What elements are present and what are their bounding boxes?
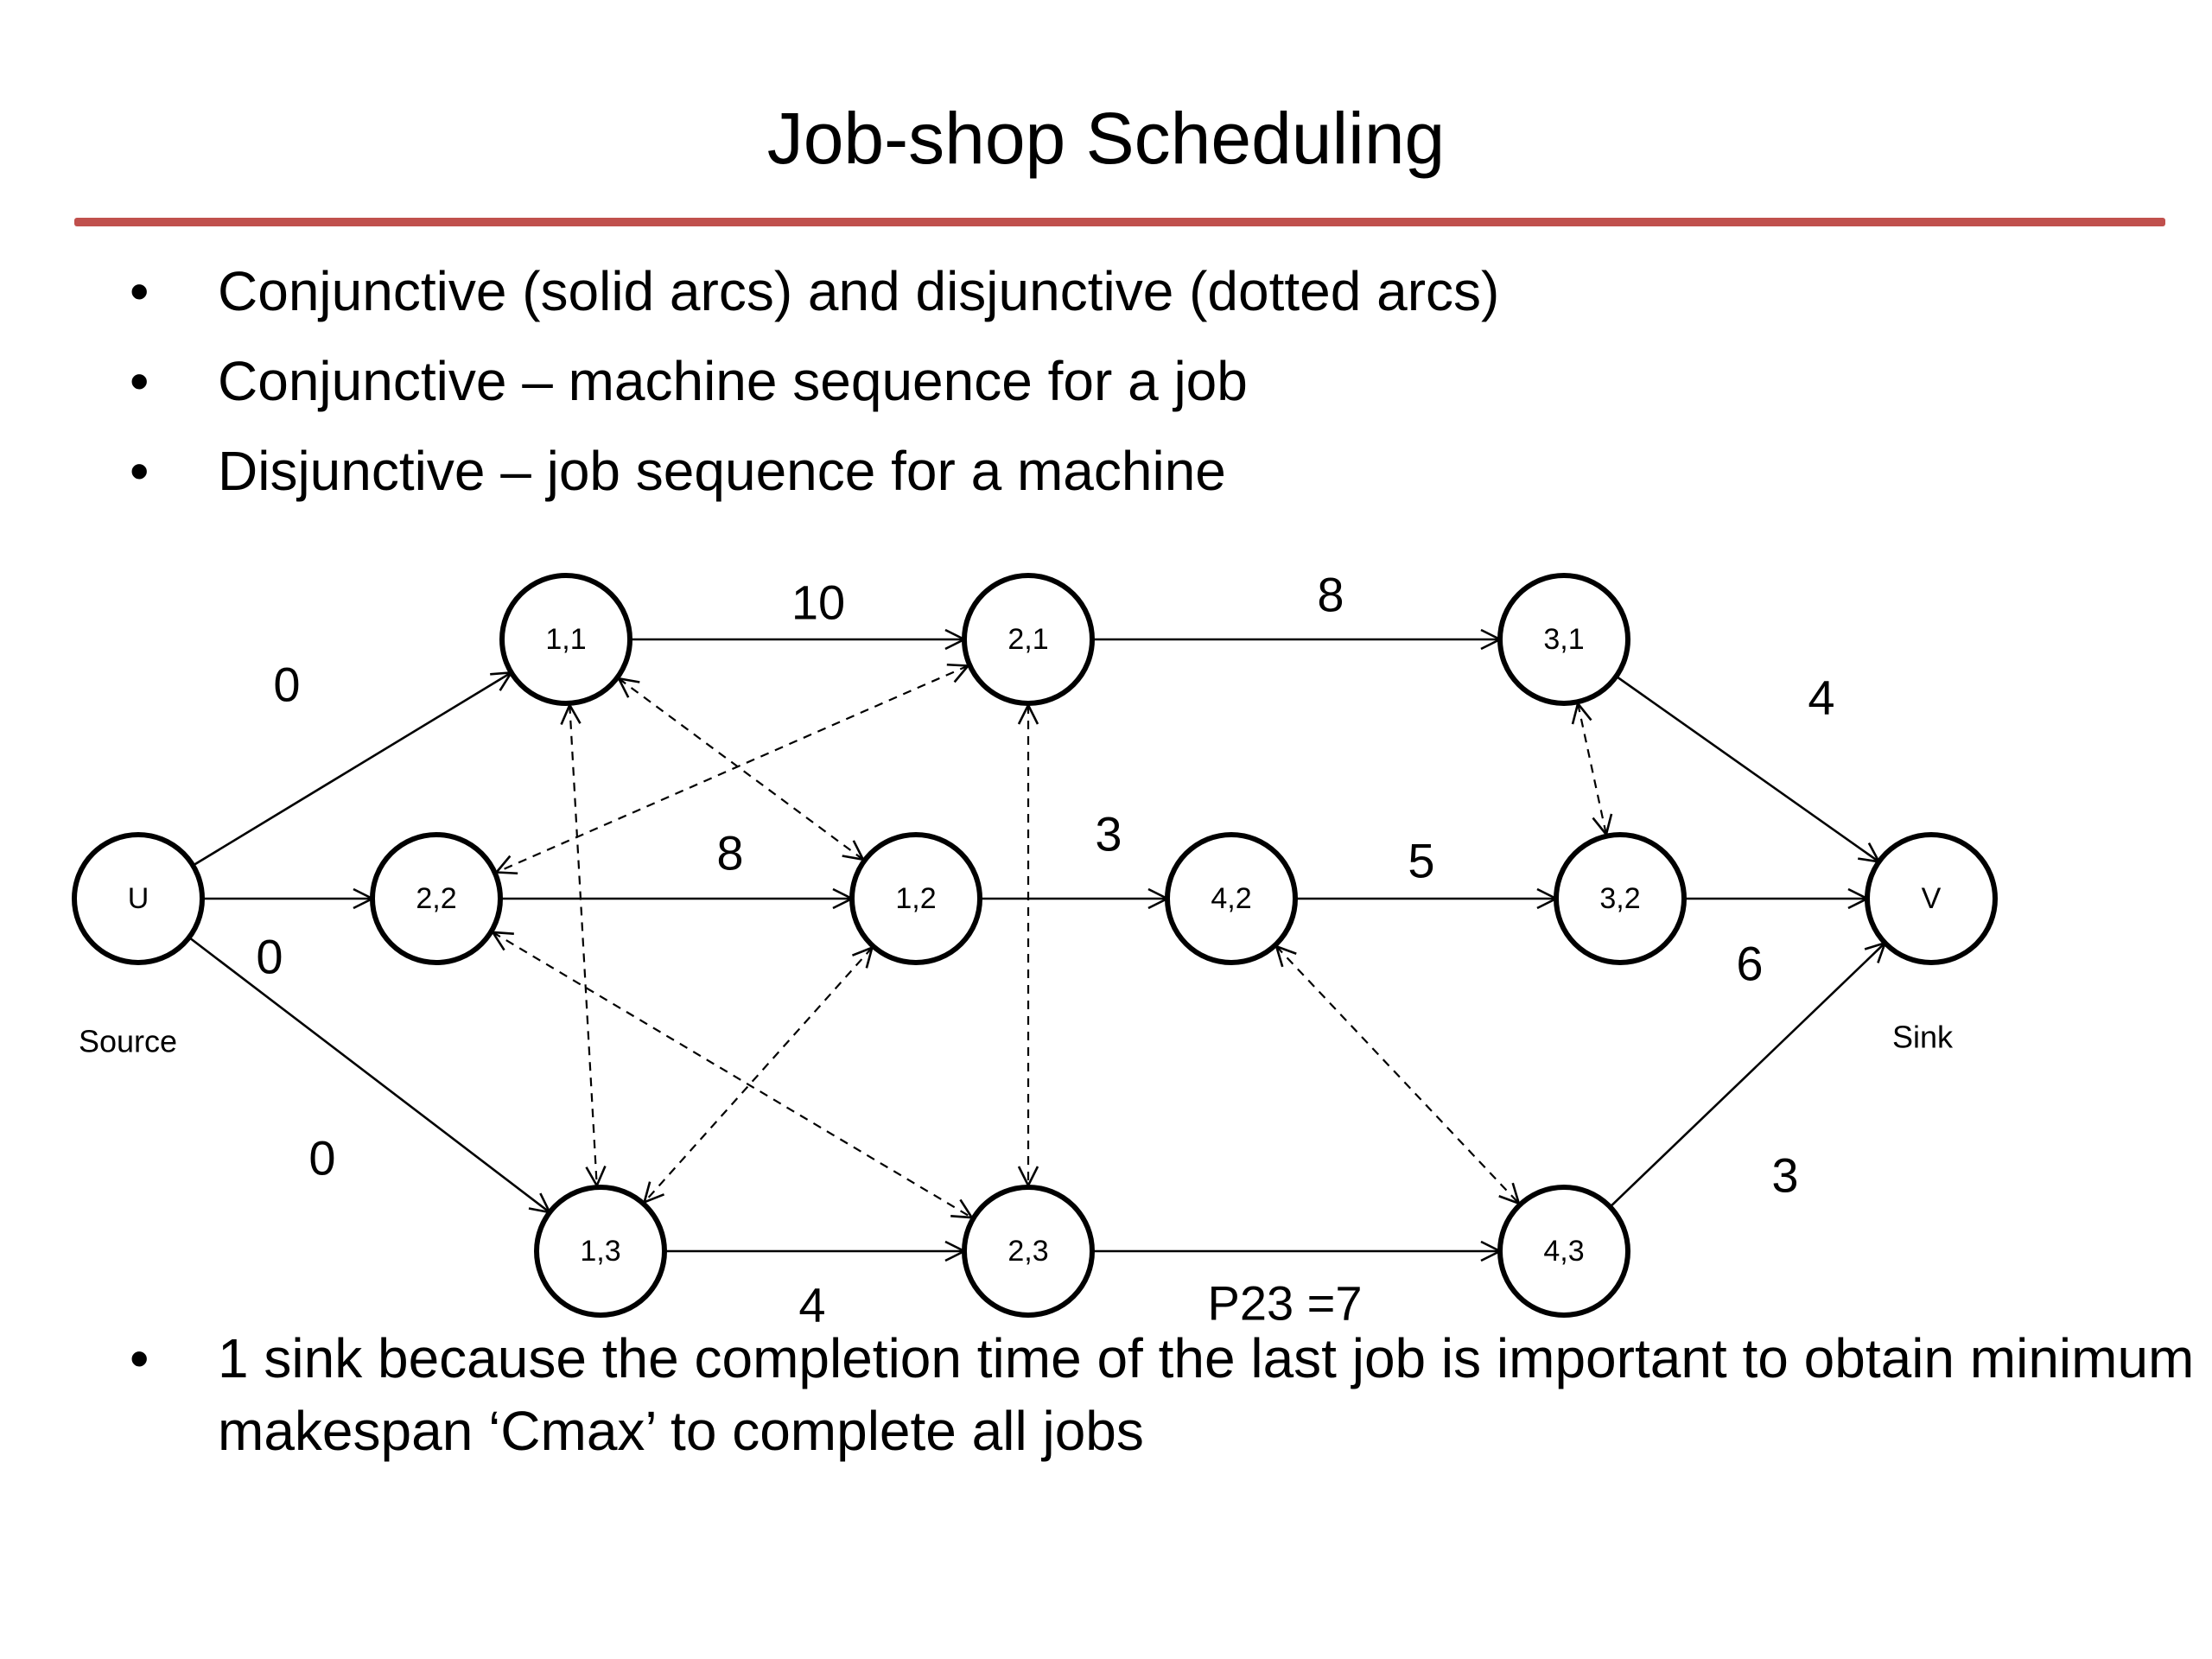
disjunctive-arc	[643, 946, 874, 1204]
slide-title: Job-shop Scheduling	[766, 98, 1446, 179]
bullet-item: • Disjunctive – job sequence for a machi…	[130, 426, 2117, 516]
arc-weight-label: 4	[1808, 671, 1834, 725]
node-circle	[1497, 573, 1630, 706]
graph-node: 3,2	[1554, 832, 1687, 965]
node-circle	[72, 832, 205, 965]
arc-weight-label: 10	[791, 575, 845, 630]
node-label: 1,2	[895, 882, 936, 915]
arc-weight-label: 0	[308, 1131, 335, 1185]
node-label: V	[1922, 882, 1942, 915]
bullet-symbol: •	[130, 260, 149, 322]
source-caption: Source	[79, 1024, 177, 1059]
bullet-symbol: •	[130, 350, 149, 412]
node-label: U	[128, 882, 149, 915]
graph-node: V	[1865, 832, 1998, 965]
bottom-bullet: • 1 sink because the completion time of …	[130, 1322, 2205, 1467]
graph-node: 1,2	[849, 832, 982, 965]
graph-node: 1,1	[499, 573, 632, 706]
arc-weight-label: P23 =7	[1207, 1276, 1362, 1331]
node-circle	[499, 573, 632, 706]
conjunctive-arc	[1615, 675, 1880, 863]
node-circle	[962, 573, 1095, 706]
arc-weight-label: 8	[716, 826, 743, 880]
arc-weight-label: 0	[256, 930, 283, 984]
node-circle	[1165, 832, 1298, 965]
bullet-text: Disjunctive – job sequence for a machine	[218, 440, 1226, 502]
node-label: 2,3	[1007, 1235, 1048, 1268]
graph-node: 4,3	[1497, 1185, 1630, 1318]
node-label: 3,1	[1543, 623, 1584, 656]
node-circle	[849, 832, 982, 965]
node-label: 4,2	[1211, 882, 1251, 915]
node-circle	[1497, 1185, 1630, 1318]
disjunctive-arc	[496, 664, 969, 874]
graph-node: 2,3	[962, 1185, 1095, 1318]
nodes-layer: U 1,1 2,1 3,1 2,2 1,2 4,2 3,2 V 1,3 2,3 4,3	[72, 573, 1998, 1318]
sink-caption: Sink	[1892, 1020, 1954, 1055]
node-circle	[370, 832, 503, 965]
node-label: 1,1	[545, 623, 586, 656]
conjunctive-arc	[188, 936, 550, 1214]
bottom-bullet-text: 1 sink because the completion time of th…	[218, 1327, 2195, 1462]
graph-node: 2,2	[370, 832, 503, 965]
node-label: 4,3	[1543, 1235, 1584, 1268]
arc-weight-label: 3	[1095, 807, 1122, 861]
disjunctive-arc	[618, 677, 864, 861]
disjunctive-arrowhead	[493, 855, 518, 875]
disjunctive-arc	[1577, 703, 1607, 835]
arc-weight-label: 6	[1736, 937, 1763, 991]
title-divider	[74, 218, 2165, 226]
graph-node: U	[72, 832, 205, 965]
node-label: 1,3	[580, 1235, 620, 1268]
conjunctive-arc	[192, 671, 512, 867]
graph-node: 4,2	[1165, 832, 1298, 965]
graph-node: 3,1	[1497, 573, 1630, 706]
node-label: 2,2	[416, 882, 456, 915]
graph-node: 1,3	[534, 1185, 667, 1318]
bullet-list: • Conjunctive (solid arcs) and disjuncti…	[130, 246, 2117, 516]
bullet-symbol: •	[130, 1327, 149, 1389]
bullet-symbol: •	[130, 440, 149, 502]
node-circle	[534, 1185, 667, 1318]
node-circle	[1554, 832, 1687, 965]
bullet-text: Conjunctive (solid arcs) and disjunctive…	[218, 260, 1500, 322]
bullet-text: Conjunctive – machine sequence for a job	[218, 350, 1248, 412]
node-label: 2,1	[1007, 623, 1048, 656]
node-circle	[962, 1185, 1095, 1318]
node-circle	[1865, 832, 1998, 965]
disjunctive-arc	[1275, 945, 1520, 1205]
arc-weight-label: 4	[798, 1278, 825, 1332]
disjunctive-arrowhead	[950, 1198, 975, 1219]
bullet-item: • Conjunctive (solid arcs) and disjuncti…	[130, 246, 2117, 336]
graph-node: 2,1	[962, 573, 1095, 706]
conjunctive-arc	[1609, 942, 1886, 1208]
node-label: 3,2	[1599, 882, 1640, 915]
disjunctive-arc	[569, 704, 598, 1186]
arc-weight-label: 3	[1771, 1148, 1798, 1203]
bullet-item: • Conjunctive – machine sequence for a j…	[130, 336, 2117, 426]
arc-weight-label: 0	[273, 658, 300, 712]
arc-weight-label: 5	[1408, 834, 1434, 888]
disjunctive-arc	[492, 931, 973, 1219]
arc-weight-label: 8	[1317, 568, 1344, 622]
